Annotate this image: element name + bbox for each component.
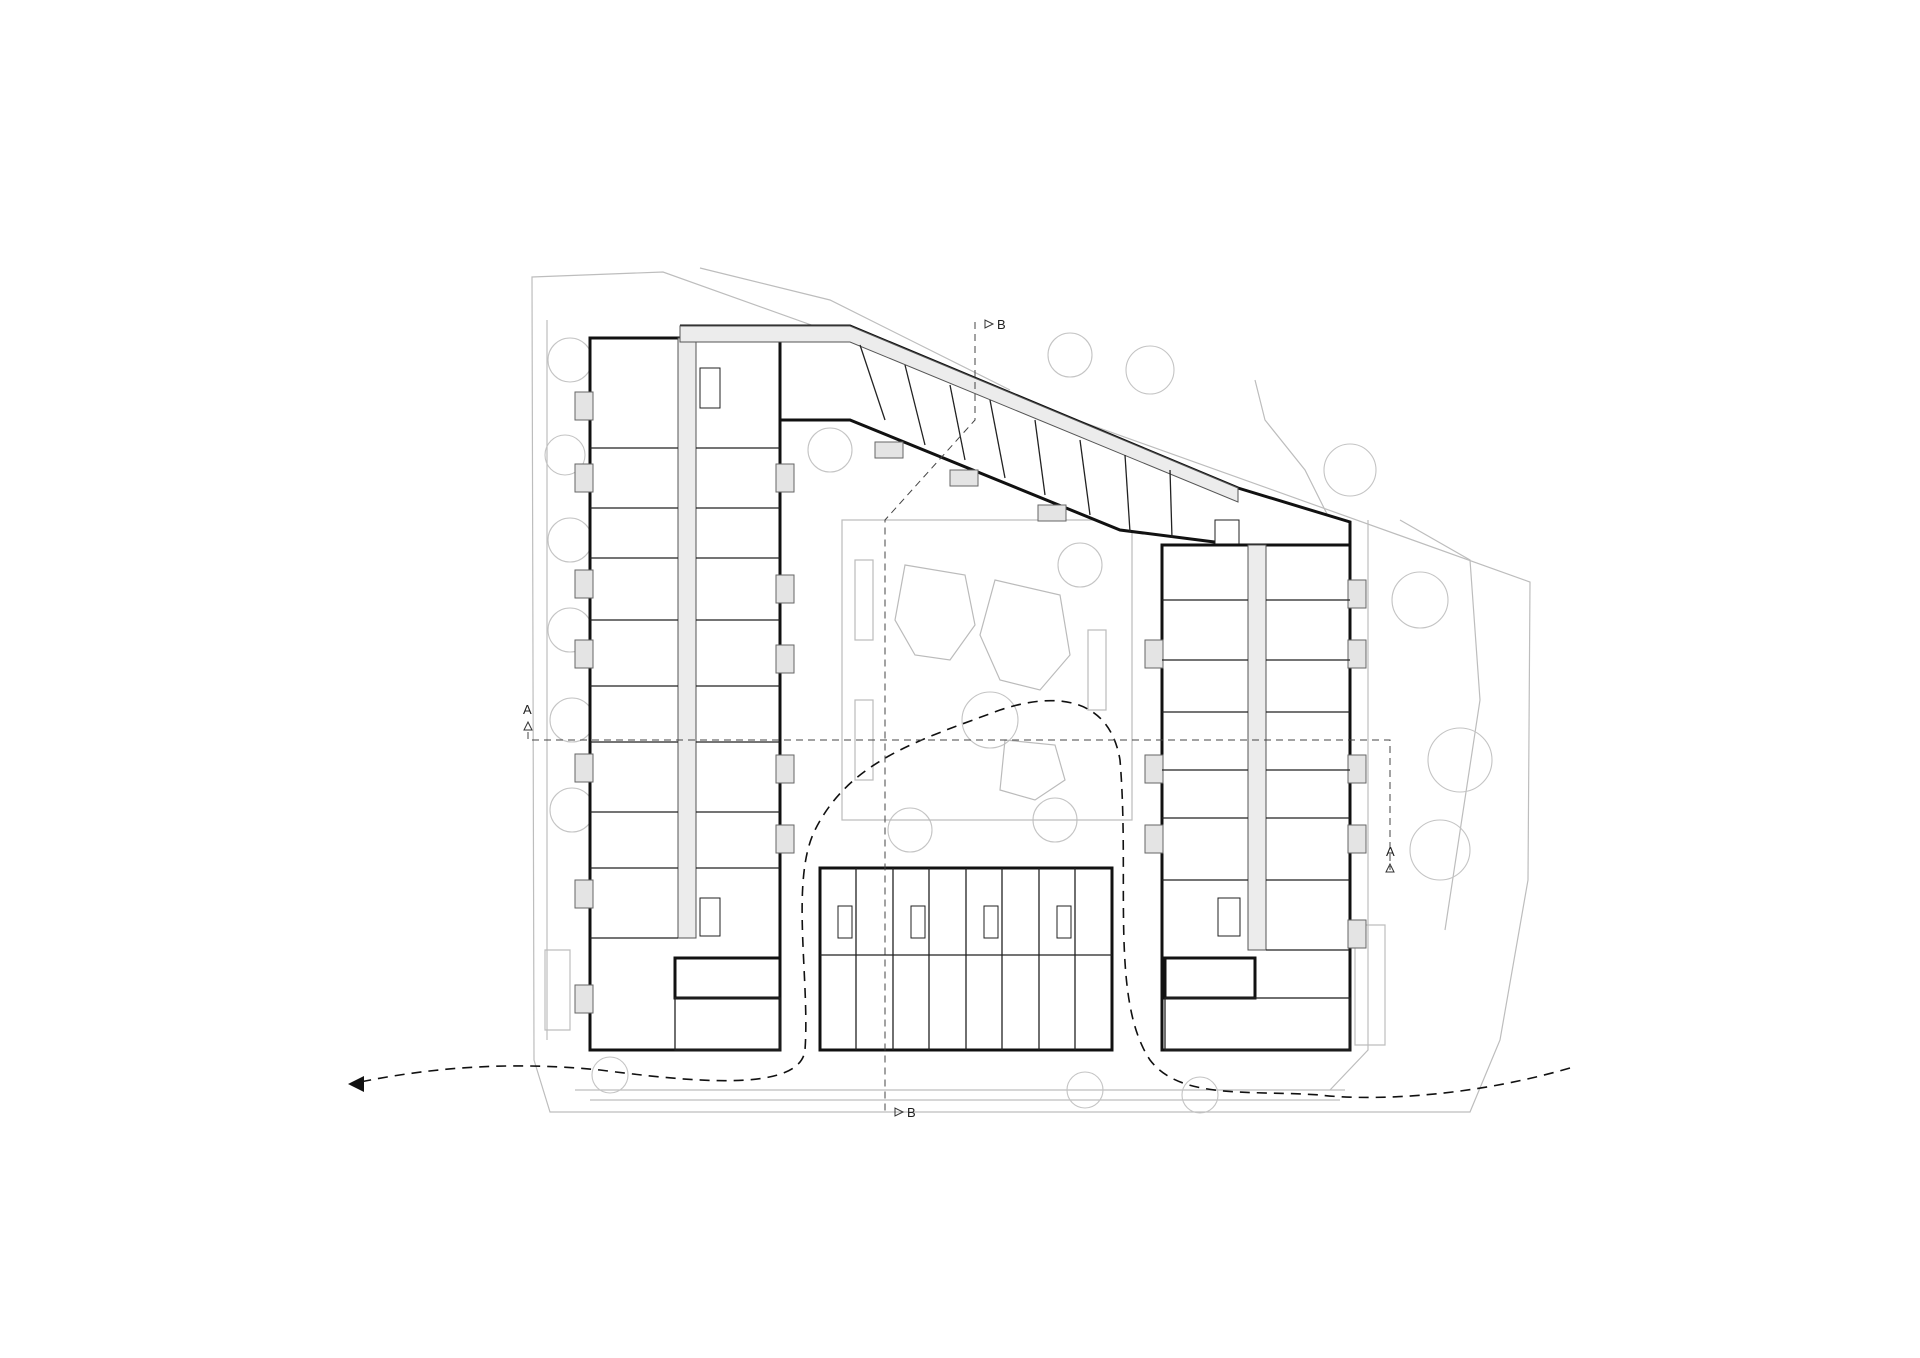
site-context [531, 267, 1531, 1113]
trees [544, 332, 1493, 1114]
pedestrian-route [348, 699, 1571, 1099]
east-wing [1144, 543, 1367, 1052]
section-a-label-east: A [1386, 844, 1395, 859]
row-houses [818, 866, 1114, 1052]
section-lines [523, 319, 1395, 1117]
section-a-label-west: A [523, 702, 532, 717]
section-b-label-north: B [997, 317, 1006, 332]
west-wing [574, 336, 795, 1052]
courtyard [841, 519, 1133, 821]
section-b-label-south: B [907, 1105, 916, 1120]
